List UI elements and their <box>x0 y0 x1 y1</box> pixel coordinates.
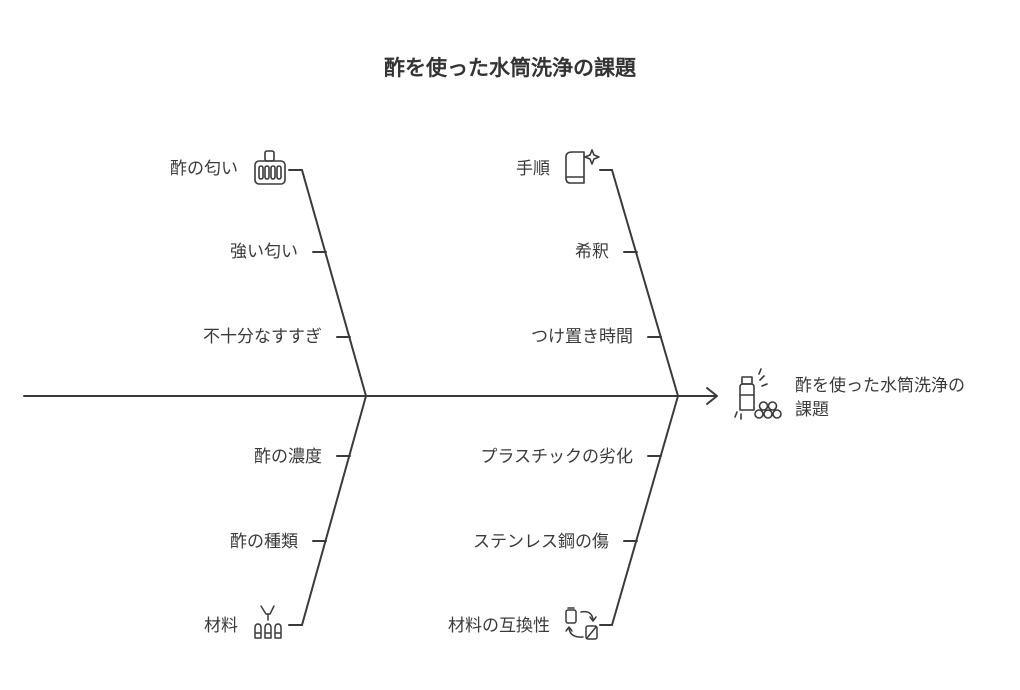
cause-label: つけ置き時間 <box>531 327 633 347</box>
spray-cleaner-icon <box>734 368 782 420</box>
cause-label: プラスチックの劣化 <box>480 447 633 467</box>
swap-containers-icon <box>565 607 598 640</box>
strainer-icon <box>254 150 286 185</box>
bottles-icon <box>254 605 282 639</box>
cause-label: 酢の濃度 <box>254 447 322 467</box>
bone-bottom-right <box>611 395 679 626</box>
cause-label: 強い匂い <box>230 242 298 262</box>
effect-label-line-2: 課題 <box>795 400 829 420</box>
bone-top-right <box>611 169 679 397</box>
spine-arrowhead <box>706 387 718 405</box>
diagram-title: 酢を使った水筒洗浄の課題 <box>384 56 636 80</box>
effect-label: 酢を使った水筒洗浄の 課題 <box>795 374 1010 422</box>
cause-label: 不十分なすすぎ <box>203 327 322 347</box>
cause-label: ステンレス鋼の傷 <box>473 532 609 552</box>
cause-label: 希釈 <box>575 242 609 262</box>
bone-bottom-left <box>301 395 367 626</box>
sparkle-container-icon <box>565 149 600 184</box>
category-label-bottom-right: 材料の互換性 <box>448 616 550 636</box>
category-label-bottom-left: 材料 <box>204 616 238 636</box>
effect-label-line-1: 酢を使った水筒洗浄の <box>795 376 965 396</box>
bone-top-left <box>301 169 367 397</box>
category-label-top-right: 手順 <box>516 159 550 179</box>
cause-label: 酢の種類 <box>230 532 298 552</box>
category-label-top-left: 酢の匂い <box>170 159 238 179</box>
